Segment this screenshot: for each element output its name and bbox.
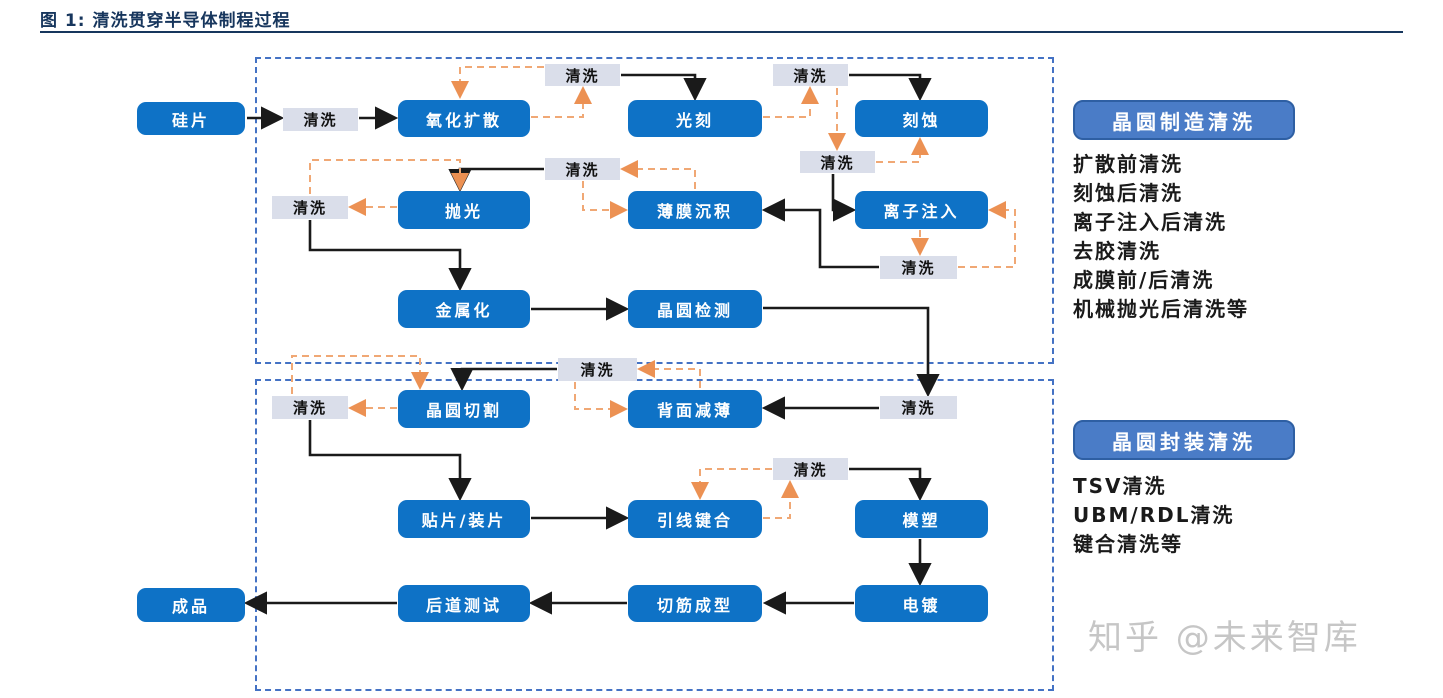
legend-fab-item: 刻蚀后清洗: [1073, 181, 1183, 205]
node-die-attach: 贴片/装片: [398, 500, 530, 538]
clean-step: 清洗: [283, 108, 358, 131]
legend-pkg-item: 键合清洗等: [1073, 532, 1183, 556]
node-trim-form: 切筋成型: [628, 585, 762, 622]
clean-step: 清洗: [773, 64, 848, 86]
legend-fab-item: 机械抛光后清洗等: [1073, 297, 1249, 321]
node-polishing: 抛光: [398, 191, 530, 229]
legend-fab-list: 扩散前清洗 刻蚀后清洗 离子注入后清洗 去胶清洗 成膜前/后清洗 机械抛光后清洗…: [1073, 150, 1249, 324]
legend-fab-item: 去胶清洗: [1073, 239, 1161, 263]
legend-pkg-item: TSV清洗: [1073, 474, 1167, 498]
clean-step: 清洗: [545, 158, 620, 180]
node-lithography: 光刻: [628, 100, 762, 137]
legend-pkg-item: UBM/RDL清洗: [1073, 503, 1235, 527]
watermark: 知乎 @未来智库: [1088, 618, 1361, 658]
node-silicon-wafer: 硅片: [137, 102, 245, 135]
clean-step: 清洗: [558, 358, 637, 381]
node-oxidation-diffusion: 氧化扩散: [398, 100, 530, 137]
clean-step: 清洗: [880, 256, 957, 279]
legend-fab-item: 离子注入后清洗: [1073, 210, 1227, 234]
clean-step: 清洗: [880, 396, 957, 419]
legend-fab-item: 成膜前/后清洗: [1073, 268, 1215, 292]
legend-fab-header: 晶圆制造清洗: [1073, 100, 1295, 140]
back-end-section-border: [255, 379, 1054, 691]
node-wafer-inspection: 晶圆检测: [628, 290, 762, 328]
clean-step: 清洗: [800, 151, 875, 173]
figure-title: 图 1: 清洗贯穿半导体制程过程: [40, 11, 291, 31]
legend-pkg-list: TSV清洗 UBM/RDL清洗 键合清洗等: [1073, 472, 1234, 559]
node-metallization: 金属化: [398, 290, 530, 328]
node-electroplating: 电镀: [855, 585, 988, 622]
node-wire-bonding: 引线键合: [628, 500, 762, 538]
node-finished-product: 成品: [137, 588, 245, 622]
node-ion-implantation: 离子注入: [855, 191, 988, 229]
clean-step: 清洗: [773, 458, 848, 480]
node-thin-film-deposition: 薄膜沉积: [628, 191, 762, 229]
clean-step: 清洗: [545, 64, 620, 86]
node-molding: 模塑: [855, 500, 988, 538]
node-wafer-dicing: 晶圆切割: [398, 390, 530, 428]
title-underline: [40, 31, 1403, 33]
clean-step: 清洗: [272, 396, 348, 419]
node-backside-thinning: 背面减薄: [628, 390, 762, 428]
legend-pkg-header: 晶圆封装清洗: [1073, 420, 1295, 460]
clean-step: 清洗: [272, 196, 348, 219]
legend-fab-item: 扩散前清洗: [1073, 152, 1183, 176]
node-final-test: 后道测试: [398, 585, 530, 622]
node-etching: 刻蚀: [855, 100, 988, 137]
